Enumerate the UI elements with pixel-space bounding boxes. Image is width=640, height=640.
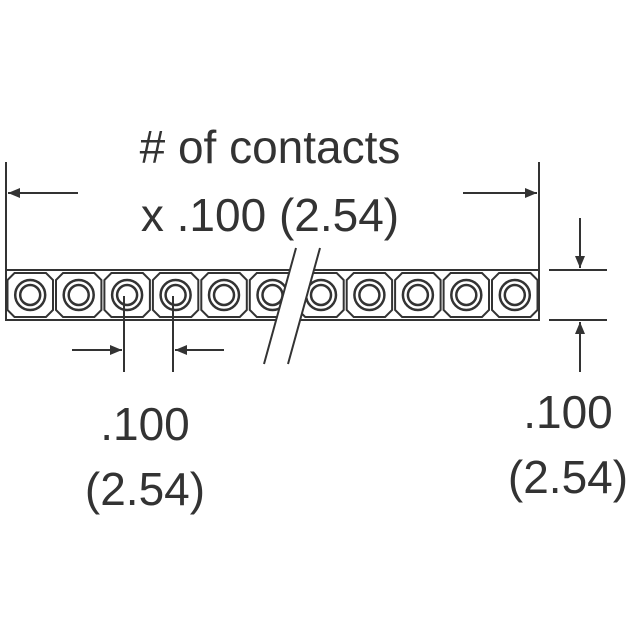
contact-ring-inner: [18, 283, 42, 307]
contact-ring-inner: [309, 283, 333, 307]
contact-ring-outer: [401, 278, 435, 312]
contact-ring-outer: [498, 278, 532, 312]
height-label-mm: (2.54): [508, 451, 628, 503]
contact-ring-outer: [62, 278, 95, 312]
pitch-dimension: .100 (2.54): [72, 296, 224, 515]
contact-ring-inner: [164, 283, 187, 307]
length-label-line2: x .100 (2.54): [141, 189, 399, 241]
contact-ring-inner: [358, 283, 381, 307]
contact-ring-outer: [207, 278, 241, 312]
contact-cell: [394, 272, 442, 318]
length-dimension: # of contacts x .100 (2.54): [5, 121, 540, 270]
contact-ring-inner: [455, 283, 478, 307]
contact-ring-outer: [110, 278, 144, 312]
height-label-inch: .100: [523, 386, 613, 438]
connector-strip: [5, 247, 540, 365]
contact-ring-outer: [353, 278, 386, 312]
contact-ring-inner: [67, 283, 90, 307]
contact-cell: [6, 272, 54, 318]
length-label-line1: # of contacts: [140, 121, 401, 173]
strip-body: [5, 269, 540, 321]
contact-ring-inner: [212, 283, 236, 307]
contact-ring-inner: [406, 283, 430, 307]
contact-ring-inner: [115, 283, 139, 307]
break-line-right: [287, 247, 321, 365]
contact-ring-outer: [159, 278, 192, 312]
pitch-label-mm: (2.54): [85, 463, 205, 515]
contact-cell: [103, 272, 151, 318]
contact-cell: [200, 272, 248, 318]
contact-cell: [151, 272, 200, 318]
pitch-label-inch: .100: [100, 398, 190, 450]
contact-cell: [55, 272, 103, 318]
break-gap: [264, 248, 320, 364]
contact-ring-outer: [450, 278, 483, 312]
contact-cell: [345, 272, 394, 318]
break-line-left: [263, 247, 297, 365]
contact-ring-outer: [13, 278, 47, 312]
contact-cell: [491, 272, 539, 318]
height-dimension: .100 (2.54): [508, 218, 628, 503]
contact-ring-inner: [503, 283, 527, 307]
contact-cell: [442, 272, 490, 318]
